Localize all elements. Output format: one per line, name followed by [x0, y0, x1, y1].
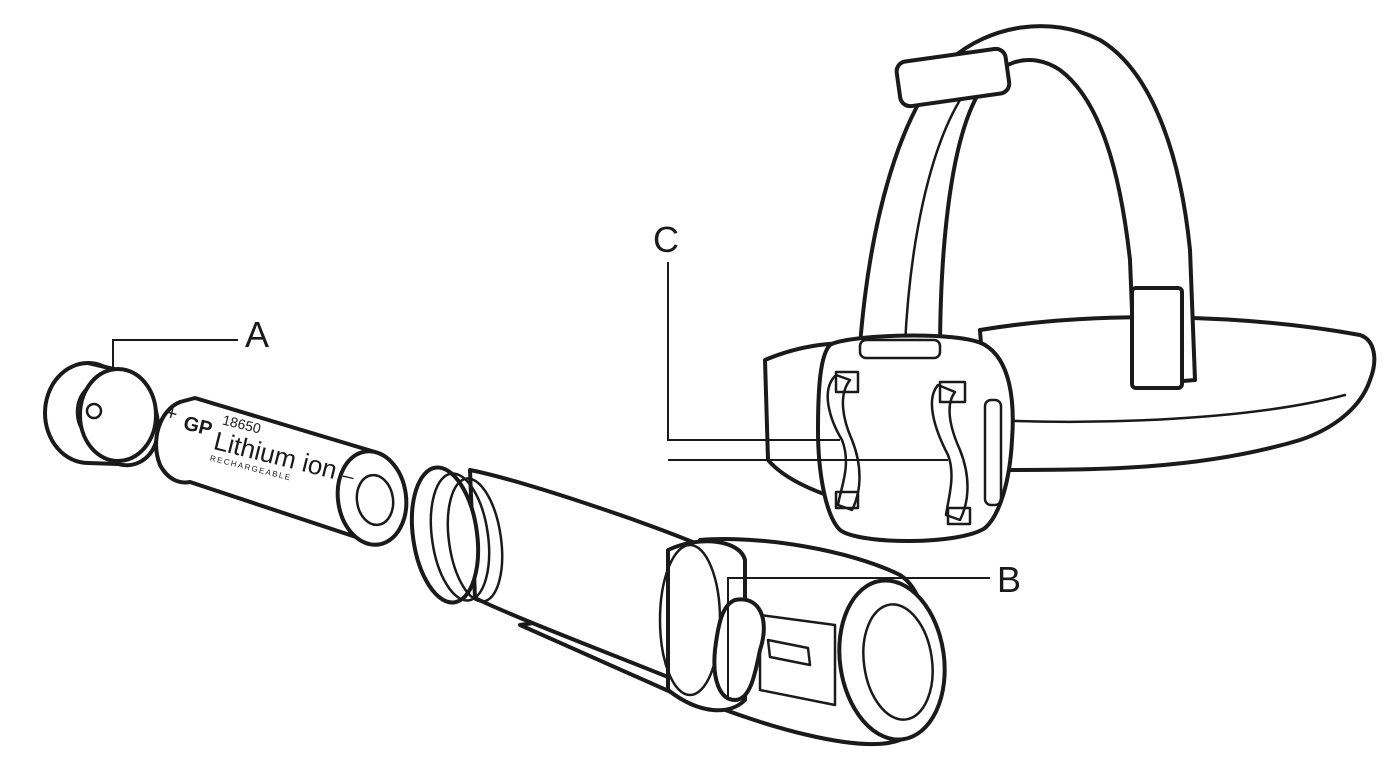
headband-buckle [894, 46, 1012, 109]
headband-side-loop [1130, 286, 1184, 390]
flashlight-lens [862, 603, 934, 721]
headband-top-strap-inner-edge [903, 98, 962, 347]
power-button-icon [85, 402, 103, 420]
battery-negative-end [335, 449, 409, 547]
headband-rear-strap-edge [988, 393, 1347, 423]
flashlight-thread-end [409, 465, 481, 605]
callout-label-c: C [653, 219, 679, 260]
mount-clip-left [826, 373, 861, 512]
headband [763, 24, 1377, 543]
battery: + GP 18650 Lithium ion RECHARGEABLE – [154, 396, 409, 547]
flashlight-thread-ring-1 [429, 472, 491, 602]
leader-line-c [667, 262, 840, 441]
usb-rubber-flap [712, 597, 766, 702]
battery-plus-sign: + [163, 402, 180, 426]
mount-top-strap-slot [858, 338, 942, 360]
mount-strap-slot [983, 398, 1003, 507]
flashlight-thread-ring-2 [446, 477, 504, 603]
flashlight [409, 465, 947, 746]
callout-label-b: B [997, 559, 1021, 600]
headlamp-mount-plate [816, 333, 1015, 543]
usb-port-icon [766, 638, 812, 667]
battery-body [154, 396, 377, 542]
end-cap [43, 361, 161, 468]
mount-clip-right [930, 383, 969, 522]
leader-lines [112, 262, 990, 700]
mount-clip-right-bottom [946, 506, 972, 526]
battery-negative-terminal [355, 473, 395, 527]
mount-clip-right-top [938, 380, 967, 404]
callout-label-a: A [245, 314, 269, 355]
mount-clip-left-top [834, 370, 860, 394]
leader-line-a [112, 339, 238, 368]
end-cap-front [78, 367, 158, 463]
mount-clip-left-bottom [834, 490, 860, 510]
usb-port-cover-area [758, 613, 837, 707]
leader-line-b [727, 577, 990, 700]
